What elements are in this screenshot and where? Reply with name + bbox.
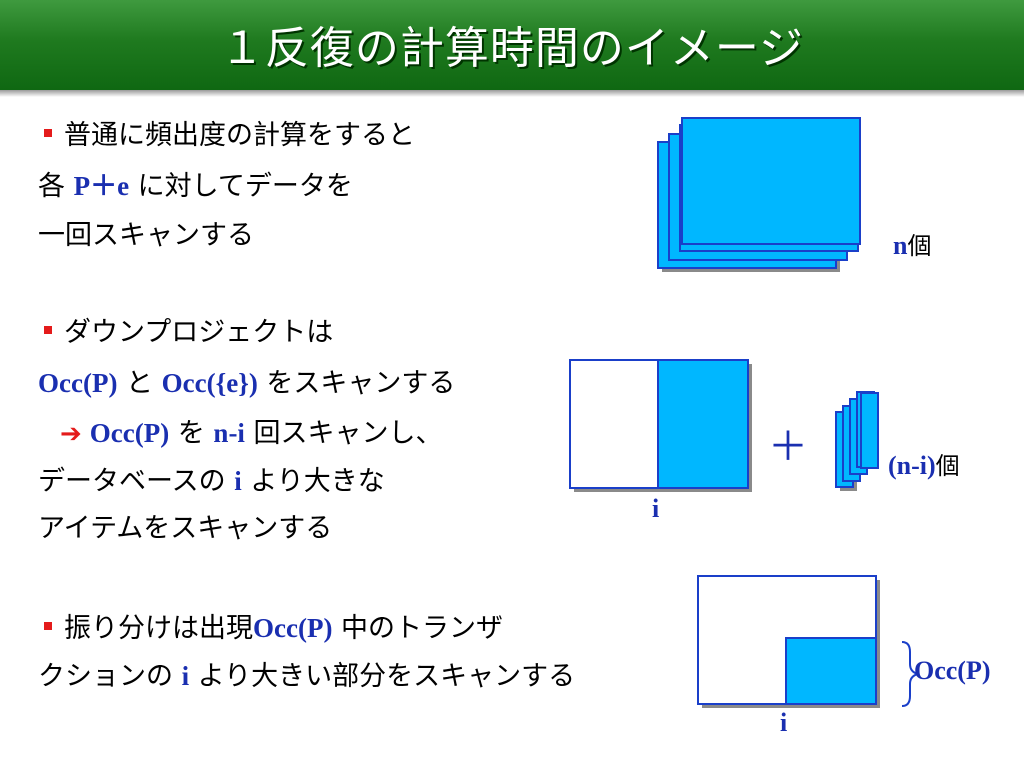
i-marker-bottom: i	[780, 708, 788, 737]
title-bar	[0, 0, 1024, 90]
slide-title: １反復の計算時間のイメージ	[219, 23, 805, 74]
i-marker-top: i	[652, 494, 660, 523]
section2-line4: データベースの i より大きな	[38, 466, 385, 497]
section2-line5: アイテムをスキャンする	[38, 513, 333, 544]
section3-line2: クションの i より大きい部分をスキャンする	[38, 661, 576, 692]
section2-line3: ➔Occ(P) を n-i 回スキャンし、	[60, 418, 443, 449]
right-brace-icon	[901, 641, 919, 707]
occ-p-label: Occ(P)	[914, 656, 991, 685]
stacked-data-scans	[657, 117, 861, 272]
plus-sign: ＋	[768, 424, 808, 470]
bullet-icon	[44, 128, 52, 137]
small-stack-scans	[835, 391, 879, 491]
occ-split-box	[569, 359, 752, 492]
right-arrow-icon: ➔	[60, 419, 82, 449]
occ-partial-box	[697, 575, 880, 708]
section2-line2: Occ(P) と Occ({e}) をスキャンする	[38, 368, 456, 399]
section1-line1: 普通に頻出度の計算をすると	[44, 120, 415, 152]
n-count-label: n個	[893, 231, 932, 260]
bullet-icon	[44, 325, 52, 334]
n-minus-i-count-label: (n-i)個	[888, 451, 960, 480]
section1-line2: 各 P＋e に対してデータを	[38, 171, 353, 202]
bullet-icon	[44, 621, 52, 630]
section2-line1: ダウンプロジェクトは	[44, 317, 333, 349]
section3-line1: 振り分けは出現Occ(P) 中のトランザ	[44, 612, 503, 645]
section1-line3: 一回スキャンする	[38, 220, 254, 251]
title-bar-shadow	[0, 90, 1024, 97]
